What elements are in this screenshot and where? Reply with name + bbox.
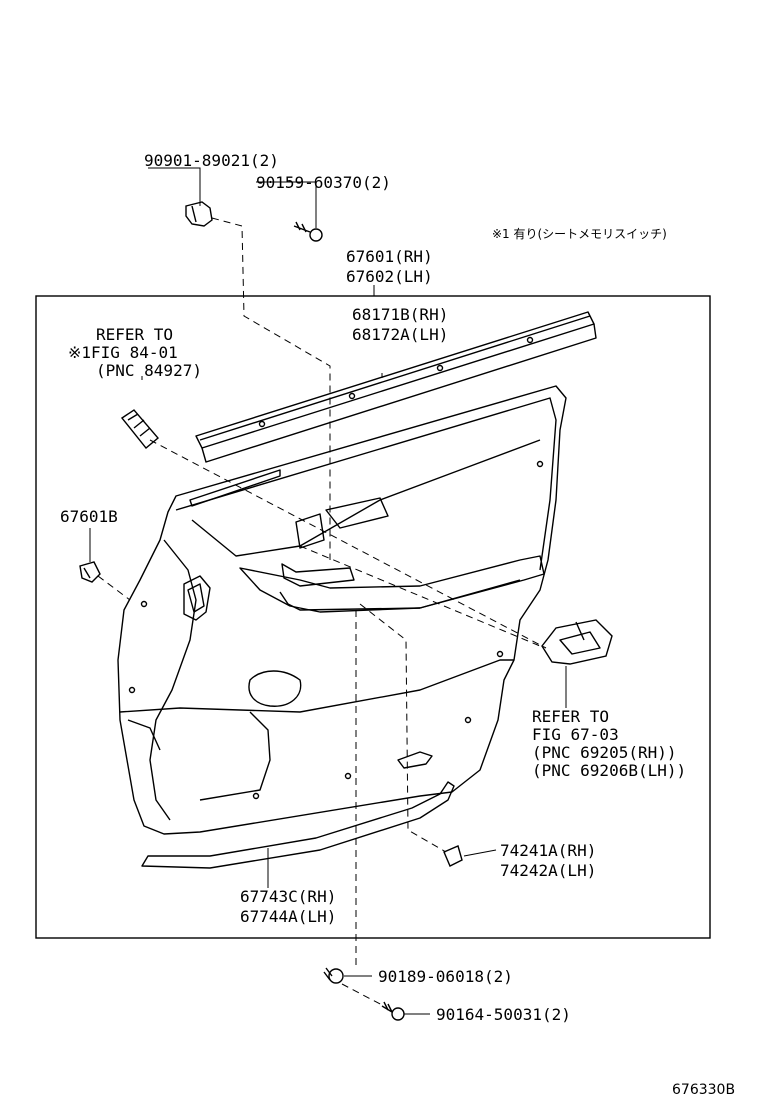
label-67601b: 67601B — [60, 507, 118, 526]
clip-67601b-part[interactable] — [79, 561, 101, 583]
weatherstrip-68171-part[interactable] — [195, 311, 597, 463]
label-refer2-line2: FIG 67-03 — [532, 725, 619, 744]
label-74241a-rh: 74241A(RH) — [500, 841, 596, 860]
label-refer2-line4: (PNC 69206B(LH)) — [532, 761, 686, 780]
label-refer1-line2: ※1FIG 84-01 — [68, 343, 178, 362]
moulding-67743-part[interactable] — [141, 781, 455, 869]
label-refer1-line3: (PNC 84927) — [96, 361, 202, 380]
label-refer2-line1: REFER TO — [532, 707, 609, 726]
label-67744a-lh: 67744A(LH) — [240, 907, 336, 926]
label-90159-60370: 90159-60370(2) — [256, 173, 391, 192]
label-74242a-lh: 74242A(LH) — [500, 861, 596, 880]
label-refer2-line3: (PNC 69205(RH)) — [532, 743, 677, 762]
dashed-locators — [97, 217, 547, 1007]
label-90901-89021: 90901-89021(2) — [144, 151, 279, 170]
label-note-memory-switch: ※1 有り(シートメモリスイッチ) — [492, 227, 667, 241]
screw-90159-part[interactable] — [293, 221, 323, 242]
door-trim-board[interactable] — [117, 385, 567, 835]
label-90189-06018: 90189-06018(2) — [378, 967, 513, 986]
assembly-frame — [35, 295, 711, 939]
label-68172a-lh: 68172A(LH) — [352, 325, 448, 344]
label-67743c-rh: 67743C(RH) — [240, 887, 336, 906]
clip-90901-part[interactable] — [185, 201, 213, 227]
figure-code: 676330B — [672, 1082, 735, 1098]
screw-90164-part[interactable] — [381, 1001, 405, 1021]
clip-90189-part[interactable] — [323, 967, 344, 984]
leader-lines — [89, 167, 567, 1015]
cover-74241-part[interactable] — [443, 845, 463, 867]
label-67602-lh: 67602(LH) — [346, 267, 433, 286]
label-90164-50031: 90164-50031(2) — [436, 1005, 571, 1024]
inside-handle-part[interactable] — [541, 619, 613, 665]
label-refer1-line1: REFER TO — [96, 325, 173, 344]
label-67601-rh: 67601(RH) — [346, 247, 433, 266]
label-68171b-rh: 68171B(RH) — [352, 305, 448, 324]
memory-switch-part[interactable] — [120, 409, 159, 449]
